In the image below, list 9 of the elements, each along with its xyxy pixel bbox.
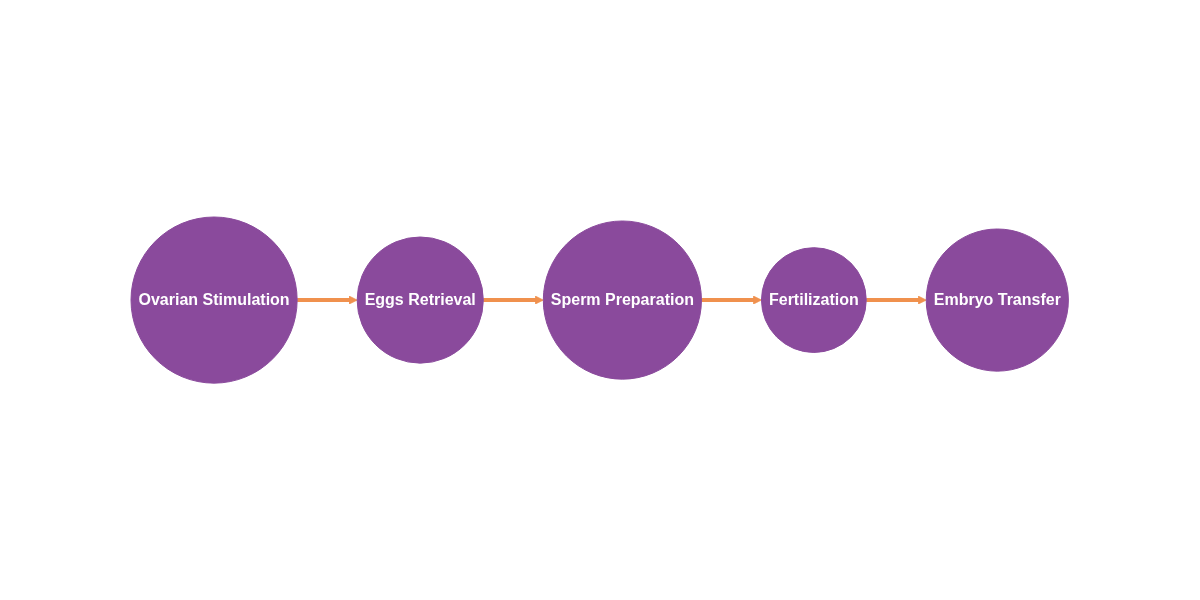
node-circle: Sperm Preparation [543, 220, 703, 380]
arrow [483, 295, 544, 305]
node-circle: Fertilization [761, 247, 868, 353]
node-circle: Embryo Transfer [926, 228, 1070, 372]
node-circle: Eggs Retrieval [356, 236, 485, 364]
arrow [701, 295, 763, 305]
arrow [297, 295, 358, 305]
arrow [866, 295, 927, 305]
node-circle: Ovarian Stimulation [130, 216, 298, 384]
